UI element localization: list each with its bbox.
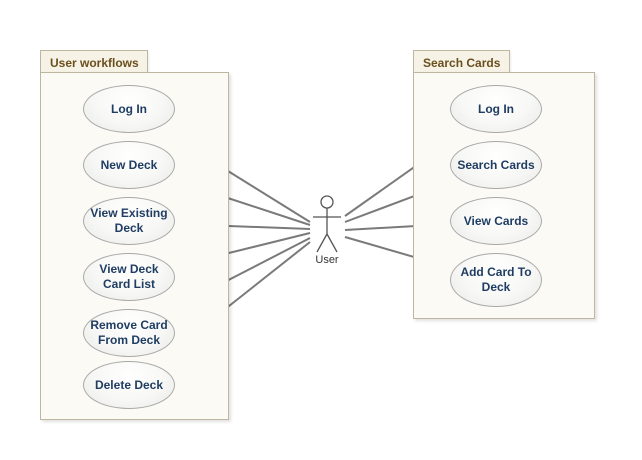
actor-icon[interactable] <box>306 192 348 254</box>
actor-label: User <box>315 254 339 266</box>
use-case-search-log-in[interactable]: Log In <box>450 85 542 133</box>
use-case-add-card-to-deck[interactable]: Add Card To Deck <box>450 253 542 307</box>
package-tab-search-cards: Search Cards <box>413 50 510 73</box>
use-case-view-existing-deck[interactable]: View Existing Deck <box>83 197 175 245</box>
use-case-remove-card-from-deck[interactable]: Remove Card From Deck <box>83 309 175 357</box>
use-case-search-cards[interactable]: Search Cards <box>450 141 542 189</box>
use-case-delete-deck[interactable]: Delete Deck <box>83 361 175 409</box>
package-title-search-cards: Search Cards <box>423 56 501 70</box>
use-case-view-deck-card-list[interactable]: View Deck Card List <box>83 253 175 301</box>
package-tab-user-workflows: User workflows <box>40 50 148 73</box>
use-case-view-cards[interactable]: View Cards <box>450 197 542 245</box>
use-case-log-in[interactable]: Log In <box>83 85 175 133</box>
package-title-user-workflows: User workflows <box>50 56 139 70</box>
use-case-new-deck[interactable]: New Deck <box>83 141 175 189</box>
